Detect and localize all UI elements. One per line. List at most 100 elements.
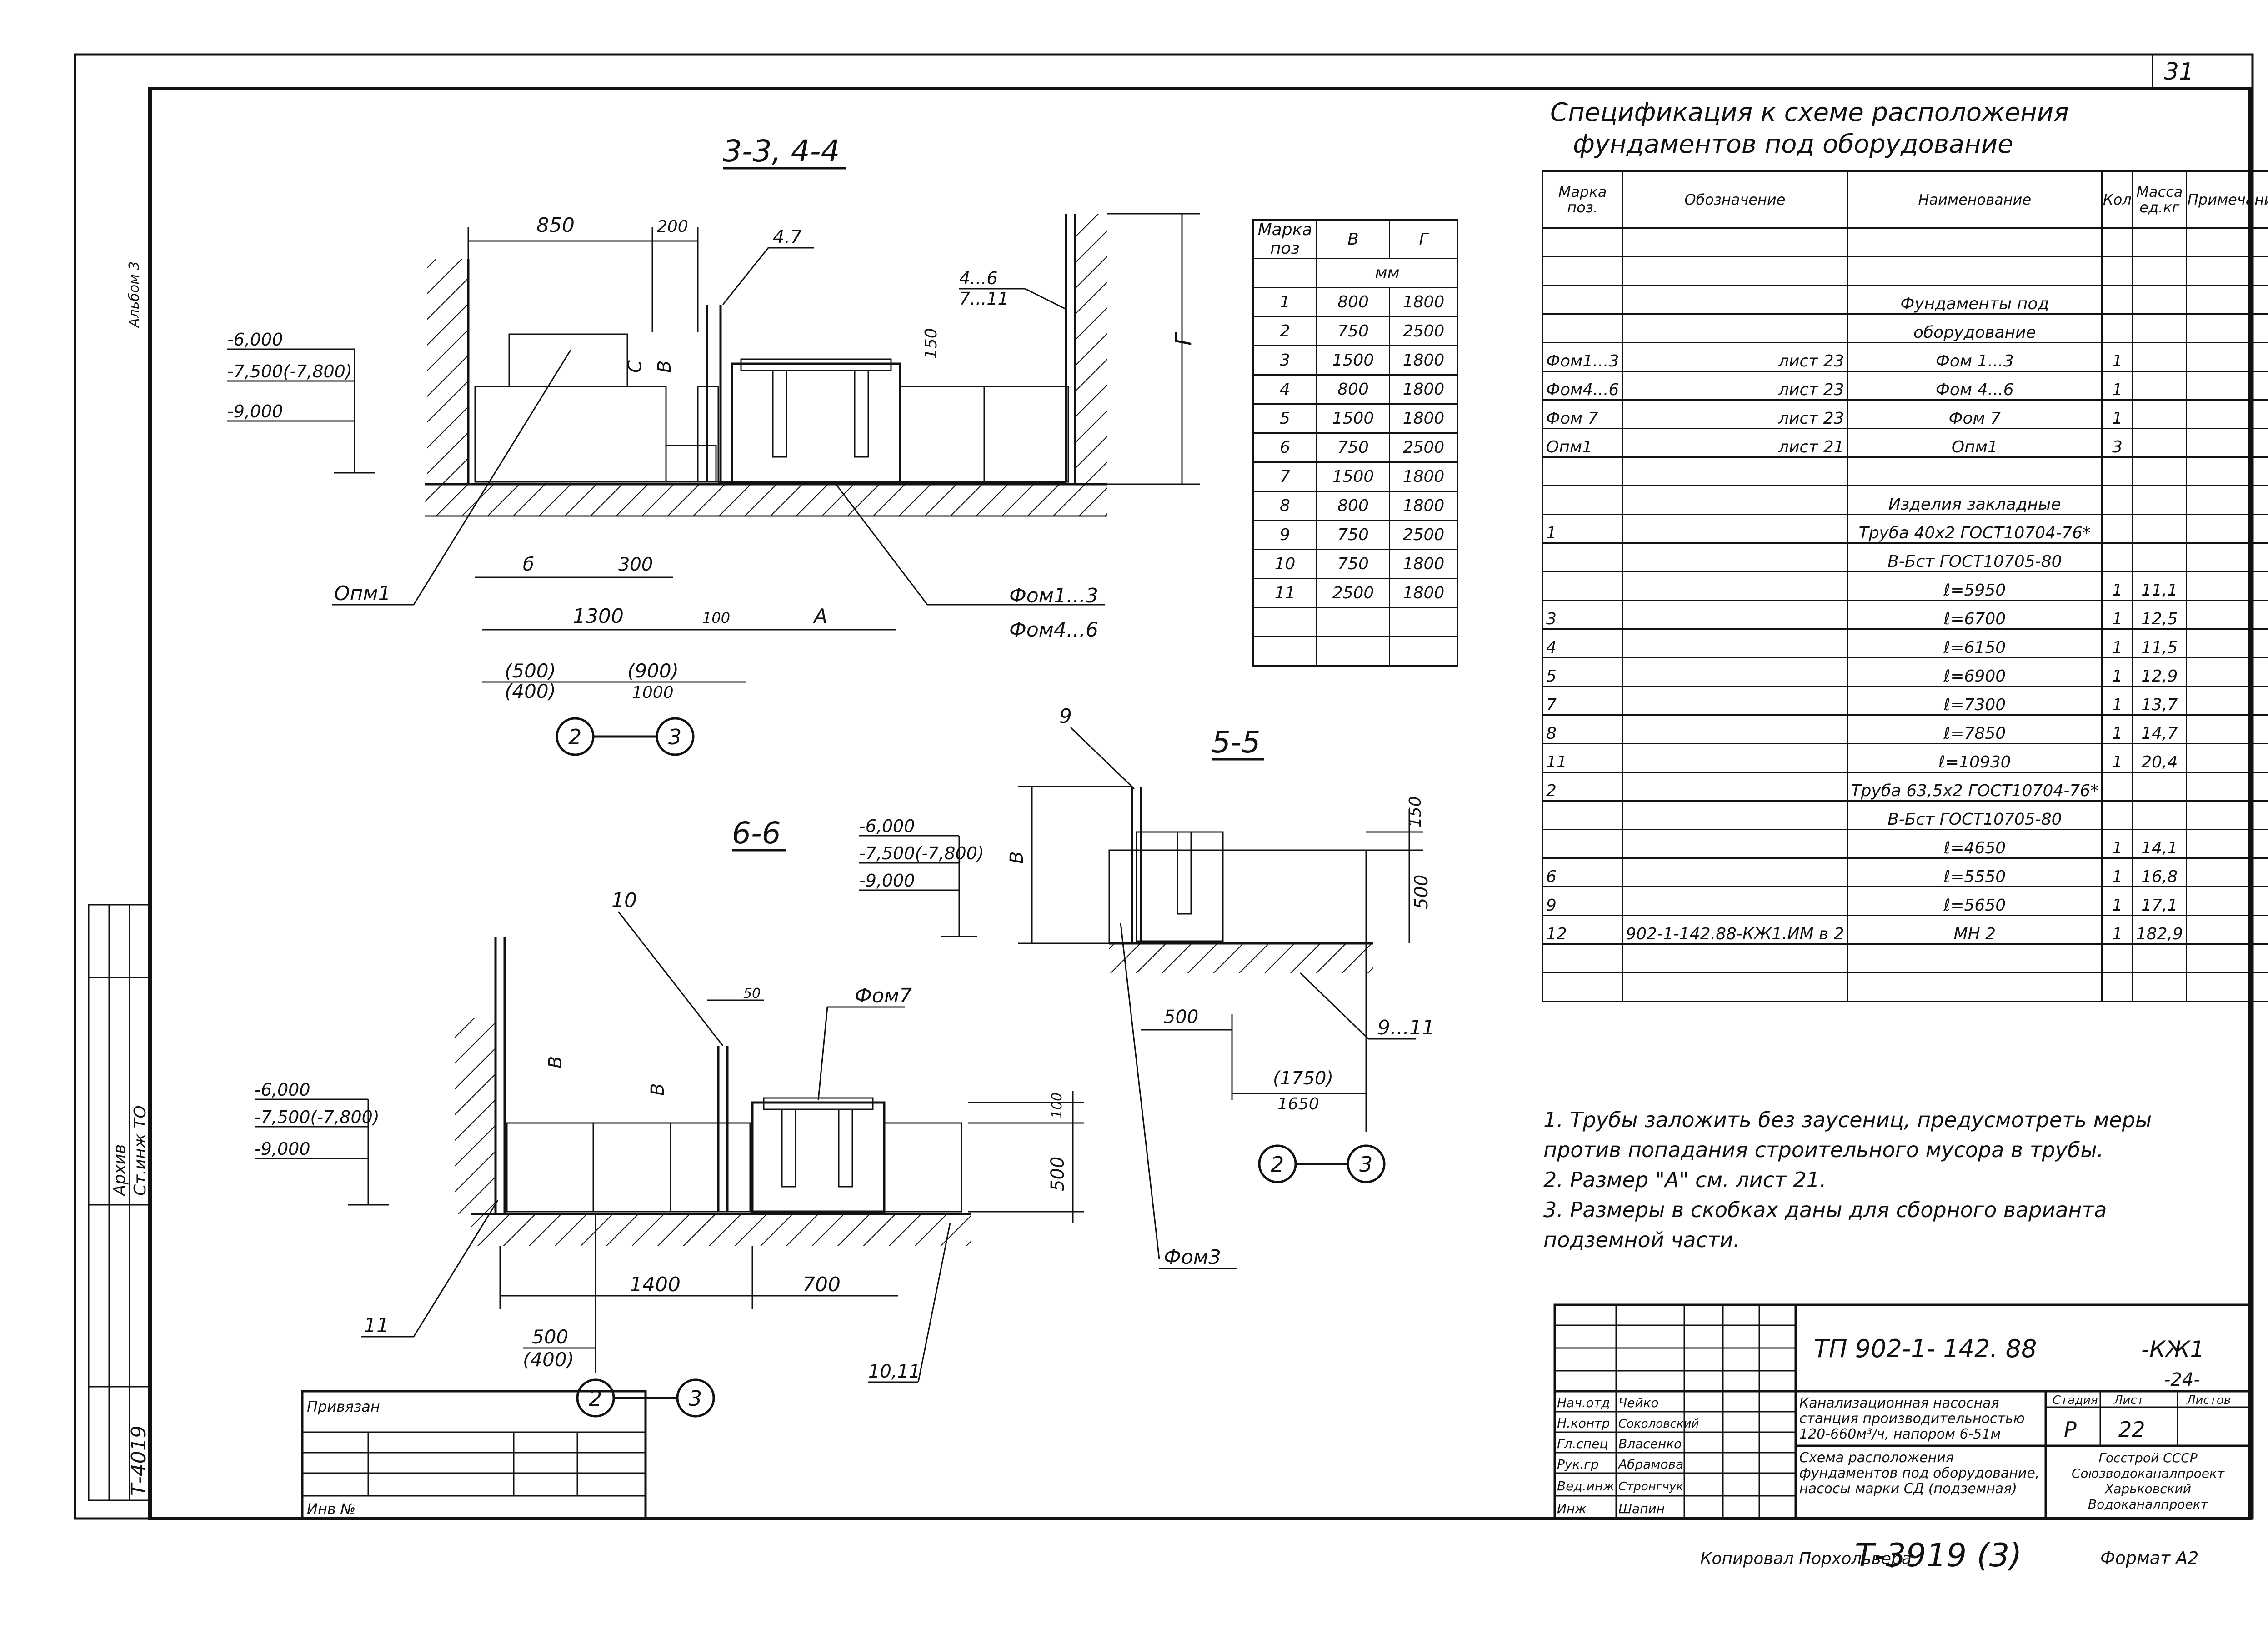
note-line: 2. Размер "А" см. лист 21. [1543, 1168, 1827, 1192]
spec-cell [2101, 456, 2133, 486]
mark-cell: 11 [1252, 578, 1317, 608]
spec-cell [2132, 371, 2187, 401]
label-10-11: 10,11 [868, 1361, 921, 1382]
spec-cell: 17,1 [2132, 886, 2187, 916]
note-line: подземной части. [1543, 1228, 1740, 1252]
spec-cell: ℓ=10930 [1847, 743, 2103, 773]
mark-header: Марка поз [1252, 219, 1317, 259]
dim-1000: 1000 [632, 683, 674, 702]
spec-cell: 1 [2101, 657, 2133, 687]
dim-1750: (1750) [1273, 1068, 1333, 1089]
dim-500-55: 500 [1411, 875, 1432, 909]
spec-cell: 1 [2101, 886, 2133, 916]
spec-cell: 1 [1542, 514, 1623, 544]
mark-cell: 1500 [1316, 461, 1390, 492]
left-strip-role: Ст.инж ТО [131, 1105, 150, 1196]
spec-cell: 6 [1542, 857, 1623, 887]
spec-cell: В-Бст ГОСТ10705-80 [1847, 542, 2103, 572]
spec-cell [2185, 428, 2268, 458]
spec-cell: 1 [2101, 600, 2133, 630]
spec-cell [1622, 227, 1848, 257]
level-6000-55: -6,000 [859, 816, 915, 836]
spec-cell: 2 [1542, 772, 1623, 802]
specification-table: Марка поз. Обозначение Наименование Кол … [1542, 170, 2268, 1002]
mark-cell: 1800 [1389, 491, 1458, 521]
spec-cell [2185, 227, 2268, 257]
spec-cell: ℓ=6150 [1847, 628, 2103, 658]
spec-cell: 1 [2101, 342, 2133, 372]
axis-2-b: 2 [1271, 1152, 1284, 1177]
spec-cell [2185, 628, 2268, 658]
dim-500-66: 500 [1047, 1157, 1068, 1191]
spec-cell: 1 [2101, 743, 2133, 773]
spec-cell [2132, 772, 2187, 802]
spec-cell: 3 [2101, 428, 2133, 458]
archive-number: Т-3919 (3) [1855, 1537, 2022, 1574]
spec-cell [1622, 628, 1848, 658]
level-7500-55: -7,500(-7,800) [859, 843, 984, 863]
role-3: Рук.гр [1557, 1457, 1599, 1472]
spec-cell: 1 [2101, 915, 2133, 945]
spec-cell [2132, 256, 2187, 286]
spec-cell: Труба 63,5х2 ГОСТ10704-76* [1847, 772, 2103, 802]
spec-cell [1622, 571, 1848, 601]
spec-cell [1847, 943, 2103, 973]
b-header: В [1316, 219, 1390, 259]
spec-cell [1622, 657, 1848, 687]
spec-row: В-Бст ГОСТ10705-80 [1542, 542, 2268, 572]
spec-cell [1622, 772, 1848, 802]
spec-cell [2101, 227, 2133, 257]
mark-row-empty [1252, 607, 1458, 637]
sheet-mark: -24- [2164, 1369, 2200, 1390]
spec-header-note: Примечание [2185, 170, 2268, 229]
spec-cell [2132, 972, 2187, 1002]
name-4: Стронгчук [1618, 1480, 1683, 1494]
spec-header-mark: Марка поз. [1542, 170, 1623, 229]
name-1: Соколовский [1618, 1417, 1699, 1431]
level-7500: -7,500(-7,800) [227, 361, 352, 381]
name-5: Шапин [1618, 1501, 1665, 1516]
spec-cell [2132, 800, 2187, 830]
spec-cell [2185, 313, 2268, 343]
spec-cell: ℓ=5650 [1847, 886, 2103, 916]
dim-100-66: 100 [1049, 1093, 1065, 1118]
spec-cell: 20,4 [2132, 743, 2187, 773]
spec-header-qty: Кол [2101, 170, 2133, 229]
mark-cell: 8 [1252, 491, 1317, 521]
spec-header-designation: Обозначение [1622, 170, 1848, 229]
spec-cell [1622, 313, 1848, 343]
spec-cell: 1 [2101, 686, 2133, 716]
spec-cell: 182,9 [2132, 915, 2187, 945]
dim-150: 150 [922, 328, 941, 359]
note-line: против попадания строительного мусора в … [1543, 1138, 2104, 1162]
role-4: Вед.инж [1557, 1479, 1614, 1494]
notes: 1. Трубы заложить без заусениц, предусмо… [1543, 1105, 2225, 1255]
spec-cell [2185, 256, 2268, 286]
axis-2-c: 2 [589, 1386, 602, 1411]
left-strip-label: Архив [110, 1144, 129, 1197]
g-header: Г [1389, 219, 1458, 259]
spec-cell [1622, 943, 1848, 973]
spec-cell [2132, 399, 2187, 429]
sheet-description: Схема расположения фундаментов под обору… [1799, 1450, 2040, 1497]
spec-cell: лист 23 [1622, 342, 1848, 372]
spec-cell: 14,1 [2132, 829, 2187, 859]
spec-cell [2132, 342, 2187, 372]
title-block-text: ТП 902-1- 142. 88 -КЖ1 -24- Привязан Инв… [307, 1334, 2231, 1574]
spec-row [1542, 456, 2268, 486]
dim-a: А [812, 605, 827, 628]
left-strip-archive: Т-4019 [127, 1425, 150, 1496]
spec-cell [2132, 428, 2187, 458]
spec-cell [2132, 943, 2187, 973]
spec-cell [1622, 686, 1848, 716]
